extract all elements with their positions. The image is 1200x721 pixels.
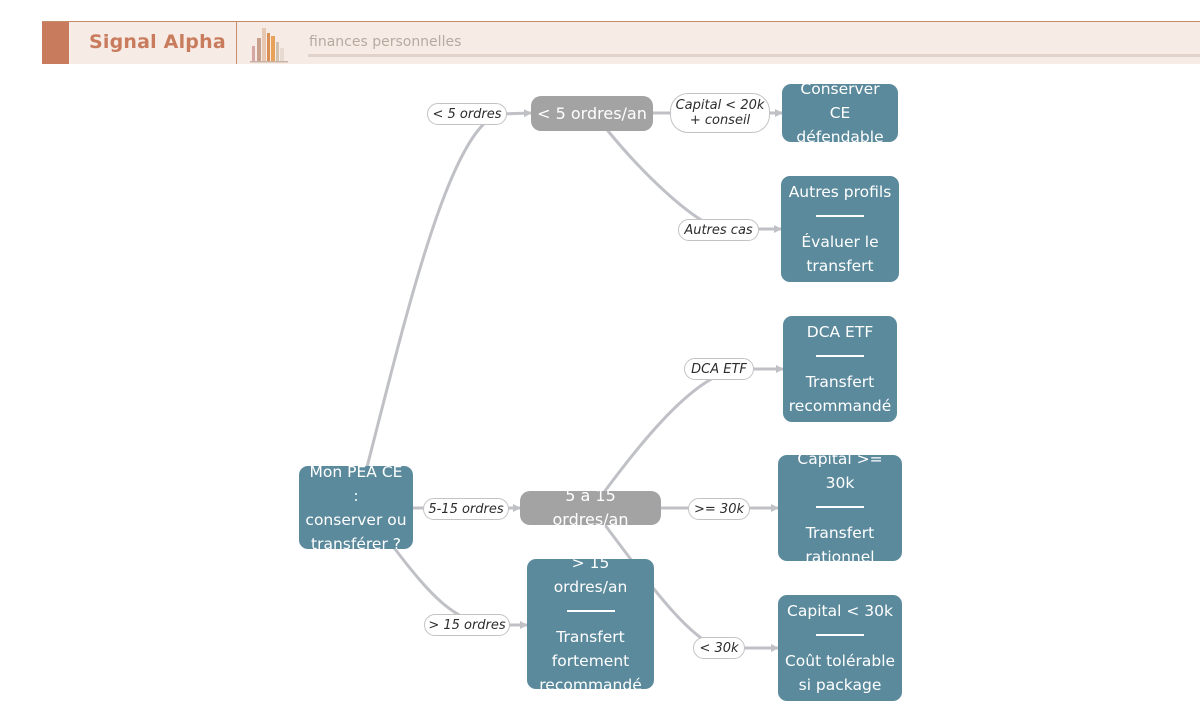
edge-label-cap20-line1: Capital < 20k [675, 98, 765, 113]
leaf-node-rational-body: Transfert [805, 524, 875, 542]
edge-low-to-other [606, 129, 783, 233]
root-node-line: transférer ? [311, 534, 401, 553]
bar-chart-logo-icon [250, 28, 288, 63]
leaf-node-high[interactable]: > 15 ordres/an Transfert fortement recom… [527, 554, 654, 694]
edge-mid-to-dca [603, 365, 785, 493]
leaf-node-divider [816, 355, 864, 357]
leaf-node-divider [566, 610, 615, 612]
edge-label-autres: Autres cas [678, 219, 759, 241]
leaf-node-tolerable[interactable]: Capital < 30k Coût tolérable si package [778, 595, 902, 701]
app-header: Signal Alpha finances personnelles [42, 21, 1200, 64]
leaf-node-tolerable-body: Coût tolérable [784, 652, 896, 670]
header-accent-block [42, 22, 69, 64]
edge-label-cap20: Capital < 20k + conseil [670, 93, 770, 133]
leaf-node-divider [816, 634, 864, 636]
brand-title[interactable]: Signal Alpha [89, 31, 226, 53]
leaf-node-tolerable-title: Capital < 30k [787, 602, 893, 620]
root-node-line: Mon PEA CE : [309, 462, 403, 505]
edge-label-lt30: < 30k [693, 637, 745, 659]
leaf-node-dca-body: Transfert [805, 373, 875, 391]
leaf-node-tolerable-body: si package [798, 676, 882, 694]
leaf-node-high-body: recommandé [539, 676, 642, 694]
leaf-node-other-title: Autres profils [788, 183, 892, 201]
branch-node-low-label: < 5 ordres/an [537, 103, 647, 123]
leaf-node-dca[interactable]: DCA ETF Transfert recommandé [783, 316, 897, 422]
branch-node-low[interactable]: < 5 ordres/an [531, 96, 653, 131]
edge-label-lt5: < 5 ordres [427, 103, 507, 125]
root-node[interactable]: Mon PEA CE : conserver ou transférer ? [299, 463, 413, 553]
branch-node-mid-label: 5 à 15 ordres/an [552, 486, 629, 529]
leaf-node-high-body: fortement [551, 652, 630, 670]
header-divider [236, 22, 237, 64]
edge-label-ge30: >= 30k [688, 498, 750, 520]
leaf-node-rational-body: rationnel [805, 548, 875, 566]
leaf-node-keep[interactable]: Conserver CE défendable [782, 80, 898, 146]
header-underline [308, 54, 1200, 57]
leaf-node-keep-line: défendable [796, 128, 884, 146]
leaf-node-keep-line: Conserver CE [800, 80, 880, 122]
edge-root-to-low [365, 109, 533, 469]
leaf-node-high-body: Transfert [556, 628, 625, 646]
leaf-node-dca-body: recommandé [788, 397, 892, 415]
leaf-node-other-body: Évaluer le [801, 233, 879, 251]
edge-label-mid: 5-15 ordres [423, 498, 509, 520]
edge-label-cap20-line2: + conseil [689, 113, 751, 128]
leaf-node-dca-title: DCA ETF [806, 323, 874, 341]
leaf-node-other[interactable]: Autres profils Évaluer le transfert [781, 176, 899, 282]
branch-node-mid[interactable]: 5 à 15 ordres/an [520, 486, 661, 529]
leaf-node-rational-title: Capital >= 30k [797, 450, 883, 492]
leaf-node-high-title: > 15 ordres/an [553, 554, 628, 596]
leaf-node-other-body: transfert [806, 257, 874, 275]
leaf-node-divider [816, 215, 864, 217]
root-node-line: conserver ou [305, 510, 407, 529]
leaf-node-rational[interactable]: Capital >= 30k Transfert rationnel [778, 450, 902, 566]
edge-label-dca: DCA ETF [684, 358, 754, 380]
leaf-node-divider [816, 506, 864, 508]
header-tagline: finances personnelles [309, 34, 462, 50]
edge-label-gt15: > 15 ordres [424, 614, 510, 636]
